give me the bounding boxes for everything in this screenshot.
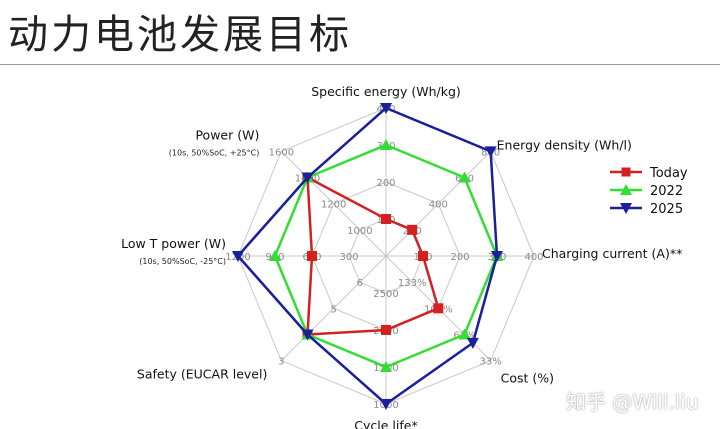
data-point	[380, 103, 392, 114]
watermark: 知乎 @Will.liu	[566, 390, 699, 414]
data-point	[269, 250, 281, 261]
tick-label: 133%	[398, 278, 427, 289]
tick-label: 5	[330, 304, 336, 315]
grid-spoke	[385, 150, 492, 257]
data-point	[232, 251, 244, 262]
data-point	[433, 303, 444, 314]
legend-marker	[620, 203, 632, 214]
data-point	[301, 172, 314, 184]
radar-axis-labels: Specific energy (Wh/kg) Energy density (W…	[121, 84, 682, 429]
axis-label: Cost (%)	[501, 371, 554, 386]
data-point	[491, 251, 503, 262]
tick-label: 33%	[480, 357, 502, 368]
legend-label-2022: 2022	[650, 184, 683, 199]
tick-label: 200	[376, 178, 395, 189]
tick-label: 400	[524, 252, 543, 263]
data-point	[407, 224, 418, 235]
data-point	[380, 139, 392, 150]
legend-label-2025: 2025	[650, 202, 683, 217]
title-divider	[0, 64, 720, 65]
axis-label: Energy density (Wh/l)	[497, 137, 632, 152]
axis-label: Cycle life*	[354, 418, 417, 429]
data-point	[381, 214, 391, 224]
data-point	[381, 325, 391, 335]
tick-label: 1600	[269, 147, 294, 158]
page-title: 动力电池发展目标	[8, 12, 352, 58]
legend-marker	[620, 184, 632, 195]
tick-label: 300	[339, 252, 358, 263]
data-point	[484, 146, 497, 158]
data-point	[418, 251, 428, 261]
axis-label: Specific energy (Wh/kg)	[311, 84, 461, 99]
tick-label: 3	[278, 357, 284, 368]
axis-label: Charging current (A)**	[542, 246, 682, 261]
data-point	[466, 337, 479, 349]
data-point	[380, 361, 392, 372]
tick-label: 400	[429, 200, 448, 211]
chart-legend: Today 2022 2025	[610, 166, 688, 217]
grid-spoke	[280, 255, 387, 362]
data-point	[458, 171, 471, 183]
axis-sublabel: (10s, 50%SoC, -25°C)	[139, 257, 226, 266]
tick-label: 2500	[373, 289, 398, 300]
axis-label: Power (W)	[195, 127, 259, 142]
tick-label: 6	[357, 278, 363, 289]
grid-spoke	[280, 150, 387, 257]
legend-label-today: Today	[649, 166, 688, 181]
tick-label: 1000	[347, 226, 372, 237]
axis-sublabel: (10s, 50%SoC, +25°C)	[169, 148, 260, 157]
tick-label: 200	[450, 252, 469, 263]
radar-series	[232, 103, 503, 410]
data-point	[301, 329, 314, 341]
axis-label: Safety (EUCAR level)	[137, 367, 267, 382]
axis-label: Low T power (W)	[121, 236, 226, 251]
legend-marker	[621, 167, 631, 177]
tick-label: 1200	[321, 200, 346, 211]
data-point	[307, 251, 317, 261]
data-point	[380, 399, 392, 410]
data-point	[458, 328, 471, 340]
